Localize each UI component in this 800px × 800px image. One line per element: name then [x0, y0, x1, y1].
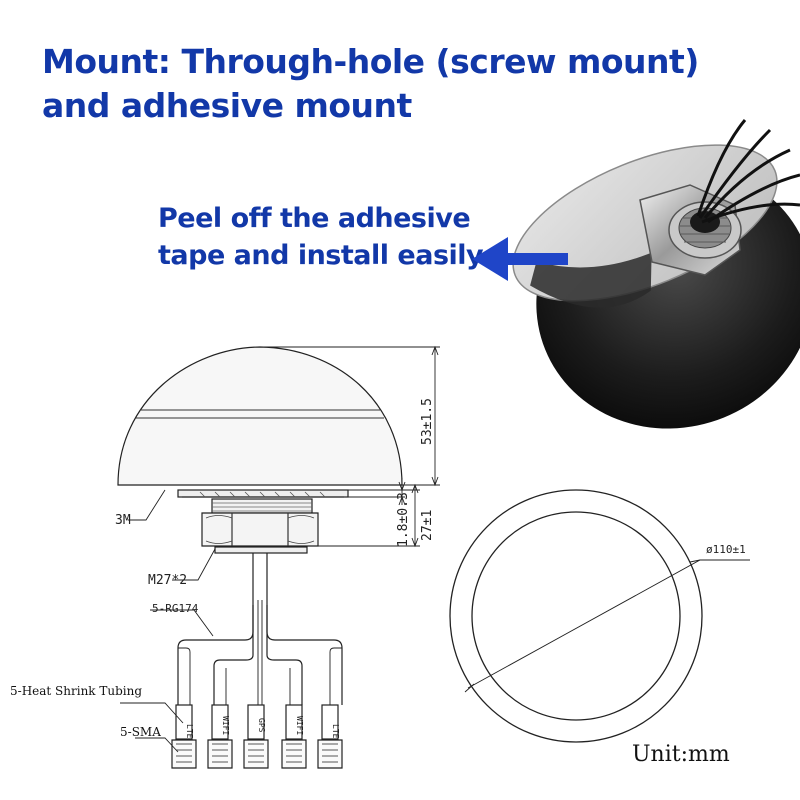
headline-line-1: Mount: Through-hole (screw mount)	[42, 42, 699, 81]
sma-connector	[281, 739, 307, 769]
cable-tag-4: WIFI	[295, 716, 304, 735]
unit-label: Unit:mm	[632, 742, 730, 767]
dimension-lines	[120, 345, 440, 753]
total-height-dimension: 27±1	[420, 510, 435, 541]
headline: Mount: Through-hole (screw mount) and ad…	[42, 40, 699, 128]
pointer-arrow	[472, 237, 568, 281]
antenna-photo	[512, 119, 800, 429]
top-view-drawing	[449, 489, 750, 743]
connector-label: 5-SMA	[120, 725, 161, 739]
gasket-thickness-dimension: 1.8±0.3	[396, 492, 411, 547]
adhesive-callout: Peel off the adhesive tape and install e…	[158, 200, 484, 274]
side-view-drawing	[117, 345, 440, 769]
dome-height-dimension: 53±1.5	[420, 398, 435, 445]
cable-tag-1: LTE	[185, 724, 194, 739]
cable-tags: LTE WIFI GPS WIFI LTE	[185, 716, 340, 739]
cable-tag-5: LTE	[331, 724, 340, 739]
callout-line-1: Peel off the adhesive	[158, 203, 471, 234]
diameter-label: ø110±1	[706, 543, 746, 556]
photo-cables	[696, 119, 800, 224]
callout-line-2: tape and install easily	[158, 240, 484, 271]
sma-connector	[317, 739, 343, 769]
sma-connector	[171, 739, 197, 769]
cable-tails	[171, 704, 343, 769]
sma-connector	[207, 739, 233, 769]
cable-tag-3: GPS	[257, 718, 266, 733]
cable-tag-2: WIFI	[221, 716, 230, 735]
adhesive-label: 3M	[115, 513, 131, 528]
tubing-label: 5-Heat Shrink Tubing	[10, 684, 142, 698]
headline-line-2: and adhesive mount	[42, 86, 412, 125]
cable-label: 5-RG174	[152, 602, 199, 615]
thread-label: M27*2	[148, 573, 187, 588]
sma-connector	[243, 739, 269, 769]
